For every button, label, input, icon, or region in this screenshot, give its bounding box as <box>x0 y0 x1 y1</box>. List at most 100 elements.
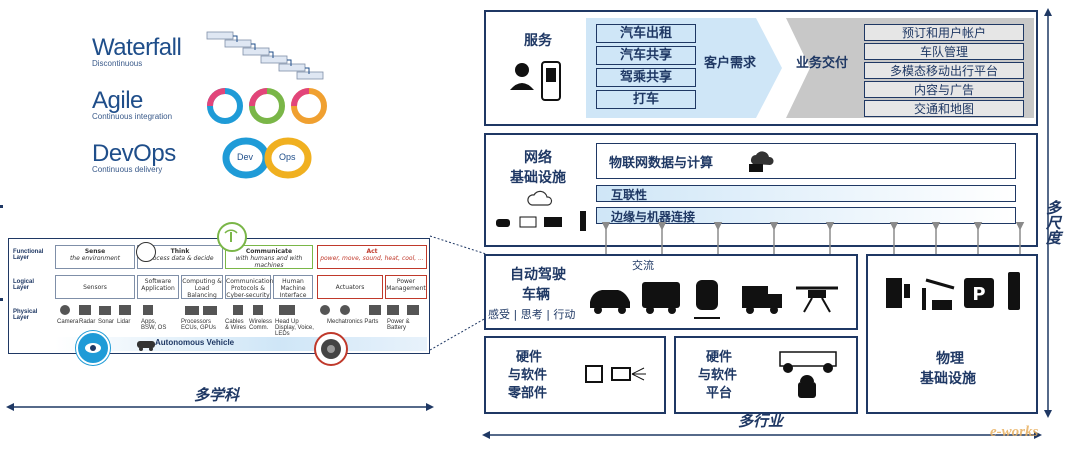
edge-label: 边缘与机器连接 <box>611 210 696 224</box>
software-box: Software Application <box>137 275 179 299</box>
physical-layer-label: Physical Layer <box>13 309 38 321</box>
infinity-icon <box>222 137 312 179</box>
radar-label: Radar <box>79 319 96 325</box>
computing-box: Computing & Load Balancing <box>181 275 223 299</box>
vehicle-icons <box>590 280 838 319</box>
sense-title: Sense <box>84 248 106 255</box>
act-title: Act <box>366 248 378 255</box>
delivery-item-traffic: 交通和地图 <box>864 100 1024 117</box>
av-panel: Functional Layer Logical Layer Physical … <box>8 238 430 354</box>
sonar-label: Sonar <box>98 319 115 325</box>
iot-box: 物联网数据与计算 <box>596 143 1016 179</box>
apps-label: Apps, BSW, OS <box>141 319 167 331</box>
infrastructure-icons: P <box>886 272 1020 310</box>
av-exchange-label: 交流 <box>632 259 654 272</box>
edge-mark <box>0 298 3 301</box>
agile-cycles-graphic <box>207 88 327 124</box>
physical-title-1: 物理 <box>936 351 964 367</box>
mech-label: Mechatronics Parts <box>327 319 379 325</box>
sense-box: Sense the environment <box>55 245 135 269</box>
interconnect-bar: 互联性 <box>596 185 1016 202</box>
network-block: 网络 基础设施 物联网数据与计算 互联性 边缘与机器连接 <box>484 133 1038 247</box>
hw-parts-3: 零部件 <box>508 386 548 401</box>
hw-platform-1: 硬件 <box>706 350 733 365</box>
brain-icon <box>136 242 156 262</box>
devops-ops-label: Ops <box>279 152 296 162</box>
act-box: Act power, move, sound, heat, cool, ... <box>317 245 427 269</box>
communicate-sub: with humans and with machines <box>235 255 303 269</box>
dotted-connector <box>429 235 487 351</box>
svg-text:P: P <box>972 284 985 305</box>
sensors-box: Sensors <box>55 275 135 299</box>
sense-sub: the environment <box>69 255 121 262</box>
service-block: 服务 客户需求 业务交付 汽车出租 汽车共享 驾乘共享 打车 预订和用户帐户 车… <box>484 10 1038 126</box>
eye-icon <box>85 343 101 353</box>
wifi-icon <box>224 229 238 242</box>
hw-parts-block: 硬件 与软件 零部件 <box>484 336 666 414</box>
logical-layer-label: Logical Layer <box>13 279 35 291</box>
devops-subtitle: Continuous delivery <box>92 165 163 174</box>
waterfall-subtitle: Discontinuous <box>92 59 143 68</box>
think-title: Think <box>170 248 190 255</box>
service-item-ride-sharing: 驾乘共享 <box>596 68 696 87</box>
delivery-item-fleet: 车队管理 <box>864 43 1024 60</box>
service-item-car-sharing: 汽车共享 <box>596 46 696 65</box>
method-devops: DevOps Continuous delivery <box>92 140 176 174</box>
cloud-computer-icon <box>749 151 774 172</box>
hw-platform-block: 硬件 与软件 平台 <box>674 336 858 414</box>
hw-platform-3: 平台 <box>706 386 733 401</box>
method-waterfall: Waterfall Discontinuous <box>92 34 182 68</box>
act-sub: power, move, sound, heat, cool, ... <box>320 255 424 262</box>
service-item-rental: 汽车出租 <box>596 24 696 43</box>
actuators-box: Actuators <box>317 275 383 299</box>
small-car-icon <box>136 336 156 351</box>
multi-industry-arrow <box>482 431 1042 439</box>
wheel-circle <box>314 332 348 366</box>
communicate-title: Communicate <box>245 248 293 255</box>
wireless-label: Wireless Comm. <box>249 319 273 331</box>
vehicles-signal-icon <box>496 211 586 231</box>
wheel-icon <box>321 339 341 359</box>
hw-parts-2: 与软件 <box>508 368 548 383</box>
think-sub: process data & decide <box>146 255 214 262</box>
power-management-box: Power Management <box>385 275 427 299</box>
multi-discipline-label: 多学科 <box>194 386 240 404</box>
physical-block: P 物理 基础设施 <box>866 254 1038 414</box>
service-title: 服务 <box>524 33 552 49</box>
av-title-2: 车辆 <box>522 287 550 303</box>
av-footer-strip: Autonomous Vehicle <box>55 337 427 351</box>
physical-title-2: 基础设施 <box>920 371 976 387</box>
iot-label: 物联网数据与计算 <box>609 156 714 171</box>
network-title-1: 网络 <box>524 150 552 166</box>
multi-discipline-arrow <box>6 403 434 411</box>
method-agile: Agile Continuous integration <box>92 87 172 121</box>
devops-infinity-graphic: Dev Ops <box>222 136 312 180</box>
agile-title: Agile <box>92 87 143 114</box>
display-label: Head Up Display, Voice, LEDs <box>275 319 314 337</box>
waterfall-title: Waterfall <box>92 34 182 61</box>
devops-dev-label: Dev <box>237 152 254 162</box>
av-block: 自动驾驶 车辆 感受 | 思考 | 行动 交流 <box>484 254 858 330</box>
cables-label: Cables & Wires <box>225 319 246 331</box>
waterfall-steps-graphic <box>206 31 324 80</box>
multi-scale-arrow <box>1044 8 1052 418</box>
av-perceive-label: 感受 | 思考 | 行动 <box>488 308 576 321</box>
hw-parts-1: 硬件 <box>516 350 543 365</box>
camera-label: Camera <box>57 319 79 325</box>
delivery-item-content: 内容与广告 <box>864 81 1024 98</box>
eye-circle <box>76 331 110 365</box>
power-battery-label: Power & Battery <box>387 319 410 331</box>
agile-subtitle: Continuous integration <box>92 112 173 121</box>
edge-bar: 边缘与机器连接 <box>596 207 1016 224</box>
devops-title: DevOps <box>92 140 176 167</box>
av-footer-label: Autonomous Vehicle <box>155 338 235 347</box>
comm-protocol-box: Communication Protocols & Cyber-security <box>225 275 273 299</box>
user-phone-icon <box>510 61 561 101</box>
functional-layer-label: Functional Layer <box>13 249 44 261</box>
cloud-icon <box>527 190 553 206</box>
delivery-label: 业务交付 <box>796 56 849 71</box>
interconnect-label: 互联性 <box>611 188 648 202</box>
av-title-1: 自动驾驶 <box>510 267 566 283</box>
demand-label: 客户需求 <box>704 56 757 71</box>
service-item-taxi: 打车 <box>596 90 696 109</box>
